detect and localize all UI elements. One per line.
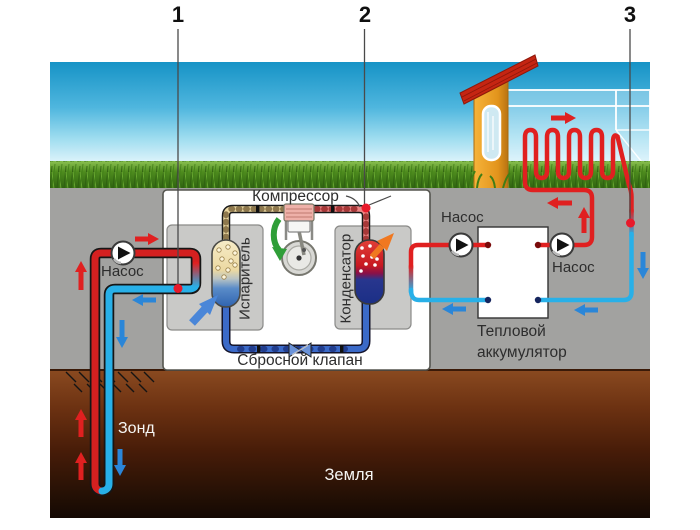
earth-label: Земля xyxy=(324,466,374,484)
house xyxy=(459,54,539,190)
pump-charge-label: Насос xyxy=(441,209,484,226)
pump-icon-charge xyxy=(448,232,474,258)
probe-label: Зонд xyxy=(118,420,155,437)
condenser-outlet-arrow xyxy=(369,233,394,260)
callout-number-2: 2 xyxy=(358,2,372,27)
callout-dot-1 xyxy=(173,284,183,293)
callout-dots xyxy=(173,203,635,293)
evaporator-label: Испаритель xyxy=(236,237,254,320)
callout-2-tick xyxy=(368,195,392,206)
accumulator-label-line2: аккумулятор xyxy=(477,343,567,361)
callout-number-3: 3 xyxy=(623,2,637,27)
radiator-coil xyxy=(522,127,634,248)
earth-layer xyxy=(50,369,650,518)
callout-dot-2 xyxy=(361,203,371,213)
compressor-label: Компрессор xyxy=(252,188,339,205)
compressor-icon xyxy=(270,203,317,276)
flow-arrows xyxy=(75,112,649,480)
heat-accumulator-box xyxy=(477,226,549,319)
pump-icon-heating xyxy=(549,232,575,258)
pump-ground-label: Насос xyxy=(101,263,144,280)
callout-lines xyxy=(177,29,631,286)
house-roof xyxy=(459,54,539,105)
pump-heating-label: Насос xyxy=(552,259,595,276)
grass-tufts xyxy=(469,170,511,189)
evaporator-vessel xyxy=(211,239,241,308)
accumulator-ports xyxy=(484,241,542,304)
callout-dot-3 xyxy=(626,218,635,228)
sky xyxy=(50,62,650,163)
house-window xyxy=(481,104,502,162)
relief-valve-icon xyxy=(288,342,312,358)
callout-number-1: 1 xyxy=(171,2,185,27)
pump-icon-ground xyxy=(110,240,136,266)
compressor-pointer-line xyxy=(345,195,361,208)
evaporator-inlet-arrow xyxy=(189,295,218,326)
accumulator-label-line1: Тепловой xyxy=(477,323,546,340)
grass-strip xyxy=(50,161,650,188)
relief-valve-label: Сбросной клапан xyxy=(237,352,363,369)
piston-motion-arrow xyxy=(270,217,287,261)
ground-loop-pipes xyxy=(89,247,202,497)
charge-loop-pipes xyxy=(408,242,489,303)
accumulator-label: Тепловой аккумулятор xyxy=(477,323,567,362)
condenser-label: Конденсатор xyxy=(337,233,355,324)
